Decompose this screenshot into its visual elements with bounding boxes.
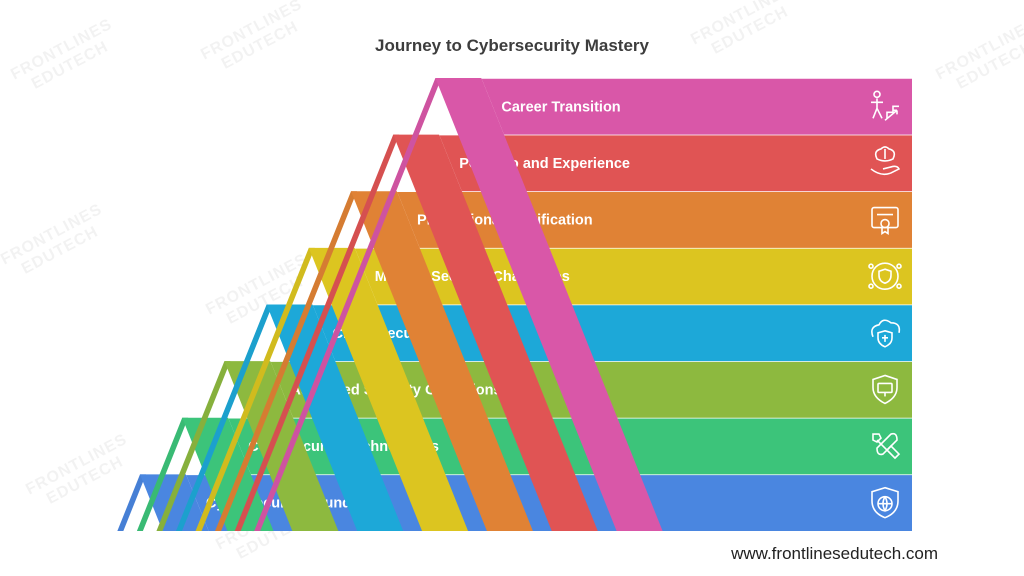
person-climbing-stairs-icon xyxy=(871,90,899,121)
step-band xyxy=(481,78,912,135)
step-left-face xyxy=(117,474,146,531)
step-left-face xyxy=(215,191,357,531)
step-left-face xyxy=(195,247,315,531)
step-left-face xyxy=(156,361,231,531)
step-face xyxy=(393,134,598,531)
step-face xyxy=(308,247,469,531)
step-face xyxy=(435,78,663,531)
step-left-face xyxy=(254,78,442,531)
step-face xyxy=(351,191,533,531)
step-face xyxy=(224,361,339,531)
step-band xyxy=(439,134,912,192)
footer-url: www.frontlinesedutech.com xyxy=(731,544,938,563)
diagram-title: Journey to Cybersecurity Mastery xyxy=(375,36,649,55)
certificate-icon xyxy=(871,206,899,236)
monitor-shield-icon xyxy=(872,374,898,405)
globe-shield-icon xyxy=(871,486,899,519)
brain-in-hand-icon xyxy=(870,146,901,176)
step-left-face xyxy=(234,134,400,531)
step-label: Career Transition xyxy=(501,99,620,115)
step-face xyxy=(266,304,404,531)
step-band xyxy=(312,304,913,362)
shield-network-icon xyxy=(868,262,902,290)
pyramid-step: Career Transition xyxy=(254,77,912,531)
cloud-shield-icon xyxy=(871,319,901,348)
step-left-face xyxy=(176,304,273,531)
pyramid-step: Portfolio and Experience xyxy=(234,133,912,531)
tools-icon xyxy=(872,432,901,460)
step-left-face xyxy=(136,417,189,531)
